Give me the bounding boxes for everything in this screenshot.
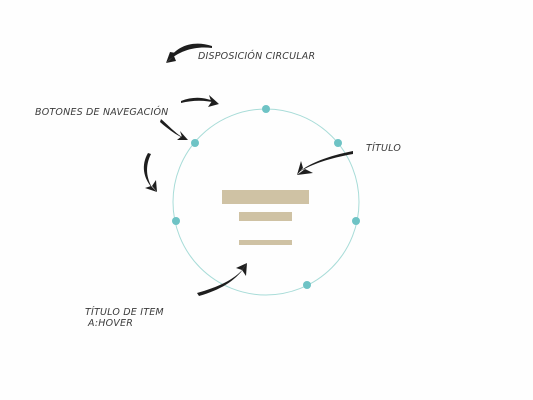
arrow-nav-dot xyxy=(160,119,188,140)
arrow-down-left xyxy=(143,153,157,192)
label-title: TÍTULO xyxy=(366,143,402,154)
arrow-title xyxy=(297,151,353,175)
nav-dot[interactable] xyxy=(352,217,360,225)
title-bar xyxy=(222,190,309,204)
arrows xyxy=(143,43,353,296)
arrow-nav-right xyxy=(181,95,219,107)
label-circular-layout: DISPOSICIÓN CIRCULAR xyxy=(198,51,316,62)
nav-dot[interactable] xyxy=(172,217,180,225)
text-bar xyxy=(239,240,292,245)
nav-dot[interactable] xyxy=(303,281,311,289)
nav-dot[interactable] xyxy=(262,105,270,113)
arrow-layout xyxy=(166,43,212,63)
label-item-title: TÍTULO DE ITEM xyxy=(85,307,164,318)
subtitle-bar xyxy=(239,212,292,221)
label-hover: A:HOVER xyxy=(88,318,133,329)
nav-dot[interactable] xyxy=(191,139,199,147)
label-navigation-buttons: BOTONES DE NAVEGACIÓN xyxy=(35,107,169,118)
arrow-item-hover xyxy=(197,263,247,296)
nav-dot[interactable] xyxy=(334,139,342,147)
